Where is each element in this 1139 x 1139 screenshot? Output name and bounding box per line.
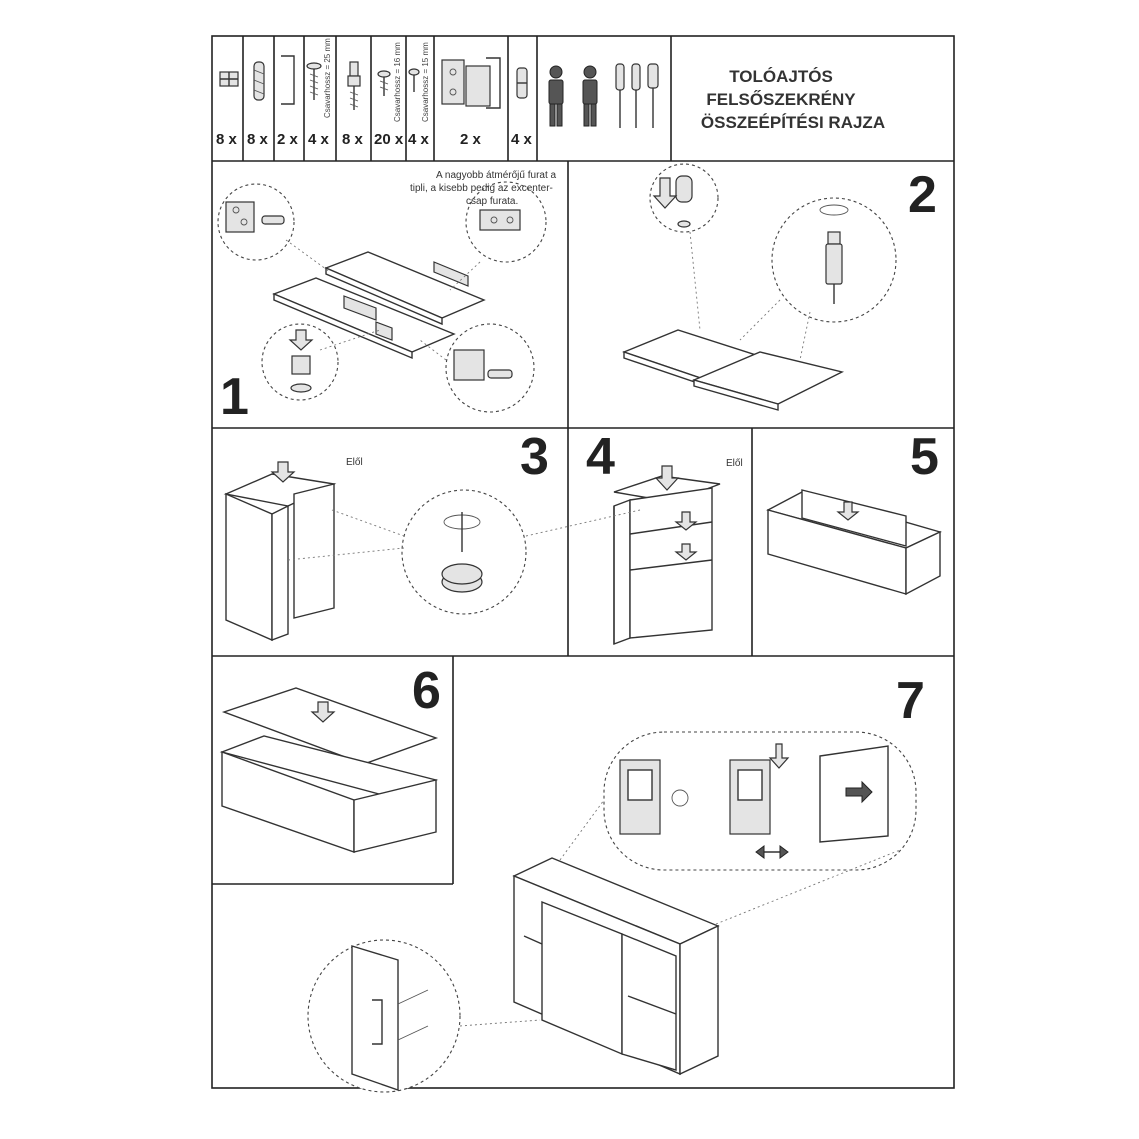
step-number-2: 2 [908, 166, 937, 224]
part-qty-9: 4 x [511, 131, 533, 148]
step-4-panel: 4 Elől [525, 428, 743, 646]
step-number-3: 3 [520, 428, 549, 486]
title-line-3: ÖSSZEÉPÍTÉSI RAJZA [701, 113, 885, 132]
title-line-1: TOLÓAJTÓS [729, 67, 833, 86]
step-6-panel: 6 [219, 662, 441, 853]
detail-circle-dowel-2 [445, 323, 535, 413]
parts-header: Csavarhossz = 25 mm Csavarhossz = 16 mm … [216, 38, 885, 148]
hole-note-line-2: tipli, a kisebb pedig az excenter- [410, 183, 553, 194]
step-3-panel: 3 Elől [223, 428, 549, 642]
short-screw-icon: Csavarhossz = 16 mm [377, 42, 402, 122]
hole-note-line-3: csap furata. [466, 196, 518, 207]
step-number-7: 7 [896, 672, 925, 730]
step-number-5: 5 [910, 428, 939, 486]
step-1-panel: 1 A nagyobb átmérőjű furat a tipli, a ki… [217, 170, 557, 426]
front-label-step-4: Elől [726, 458, 743, 469]
part-qty-6: 20 x [374, 131, 404, 148]
detail-circle-cam-turn [401, 489, 527, 615]
screwdriver-icon [647, 63, 659, 128]
title-line-2: FELSŐSZEKRÉNY [706, 90, 856, 109]
svg-text:Csavarhossz = 25 mm: Csavarhossz = 25 mm [323, 38, 332, 118]
screwdriver-icon [631, 63, 641, 128]
wooden-dowel-icon [253, 61, 265, 101]
part-qty-2: 8 x [247, 131, 269, 148]
step-number-1: 1 [220, 368, 249, 426]
step-2-panel: 2 [621, 163, 937, 411]
step-7-panel: 7 [307, 672, 925, 1093]
svg-text:Csavarhossz = 15 mm: Csavarhossz = 15 mm [421, 42, 430, 122]
person-icon [548, 65, 564, 127]
step-number-4: 4 [586, 428, 615, 486]
screwdriver-icon [615, 63, 625, 128]
front-label-step-3: Elől [346, 457, 363, 468]
hole-note-line-1: A nagyobb átmérőjű furat a [436, 170, 557, 181]
handle-icon [281, 55, 295, 105]
part-qty-7: 4 x [408, 131, 430, 148]
hanger-detail-3 [819, 745, 889, 843]
step-number-6: 6 [412, 662, 441, 720]
hanger-detail-2 [729, 743, 790, 859]
cam-lock-icon [219, 71, 239, 87]
screw-icon: Csavarhossz = 25 mm [306, 38, 332, 118]
part-qty-4: 4 x [308, 131, 330, 148]
part-qty-5: 8 x [342, 131, 364, 148]
screw-icon: Csavarhossz = 15 mm [408, 42, 430, 122]
person-icon [582, 65, 598, 127]
page-grid [211, 35, 955, 1089]
part-qty-8: 2 x [460, 131, 482, 148]
part-qty-3: 2 x [277, 131, 299, 148]
step-5-panel: 5 [766, 428, 942, 596]
shelf-pin-icon [516, 67, 528, 99]
svg-text:Csavarhossz = 16 mm: Csavarhossz = 16 mm [393, 42, 402, 122]
hanger-detail-1 [619, 759, 689, 835]
cam-bolt-icon [347, 61, 361, 110]
part-qty-1: 8 x [216, 131, 238, 148]
hanging-bracket-icon [441, 57, 501, 109]
